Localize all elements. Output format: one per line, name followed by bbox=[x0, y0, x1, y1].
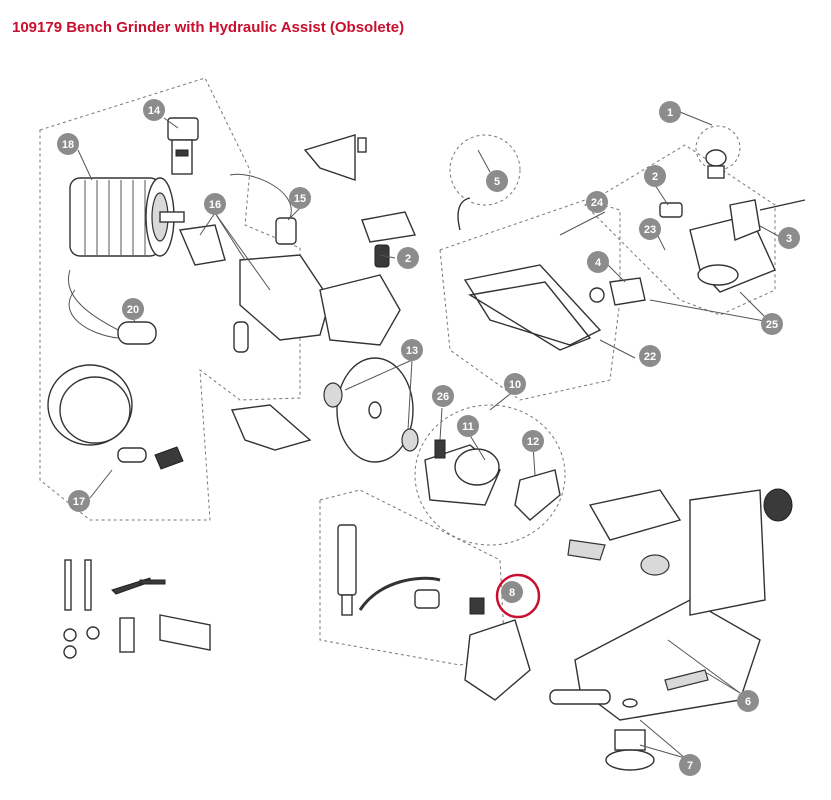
callout-1[interactable]: 1 bbox=[659, 101, 681, 123]
callout-24[interactable]: 24 bbox=[586, 191, 608, 213]
callout-12[interactable]: 12 bbox=[522, 430, 544, 452]
svg-text:6: 6 bbox=[745, 696, 751, 708]
svg-text:8: 8 bbox=[509, 587, 515, 599]
svg-text:2: 2 bbox=[405, 253, 411, 265]
svg-text:18: 18 bbox=[62, 139, 74, 151]
tool-rest-bar bbox=[457, 197, 602, 351]
switch-part bbox=[167, 117, 199, 175]
hydraulic-assist bbox=[337, 524, 611, 705]
service-tools bbox=[63, 559, 211, 659]
callout-25[interactable]: 25 bbox=[761, 313, 783, 335]
callout-14[interactable]: 14 bbox=[143, 99, 165, 121]
foot-knob bbox=[605, 698, 655, 771]
callout-13[interactable]: 13 bbox=[401, 339, 423, 361]
callout-2-right[interactable]: 2 bbox=[644, 165, 666, 187]
power-cord bbox=[47, 364, 184, 470]
svg-text:25: 25 bbox=[766, 319, 778, 331]
svg-text:2: 2 bbox=[652, 171, 658, 183]
svg-text:16: 16 bbox=[209, 199, 221, 211]
eye-shield bbox=[303, 134, 367, 181]
svg-text:24: 24 bbox=[591, 197, 604, 209]
svg-text:7: 7 bbox=[687, 760, 693, 772]
callout-15[interactable]: 15 bbox=[289, 187, 311, 209]
grinder-body bbox=[319, 274, 401, 346]
callout-23[interactable]: 23 bbox=[639, 218, 661, 240]
svg-text:4: 4 bbox=[595, 257, 602, 269]
callout-18[interactable]: 18 bbox=[57, 133, 79, 155]
svg-text:14: 14 bbox=[148, 105, 161, 117]
svg-text:12: 12 bbox=[527, 436, 539, 448]
callout-10[interactable]: 10 bbox=[504, 373, 526, 395]
callout-7[interactable]: 7 bbox=[679, 754, 701, 776]
callout-17[interactable]: 17 bbox=[68, 490, 90, 512]
callout-2-left[interactable]: 2 bbox=[397, 247, 419, 269]
svg-text:15: 15 bbox=[294, 193, 306, 205]
callout-6[interactable]: 6 bbox=[737, 690, 759, 712]
svg-text:10: 10 bbox=[509, 379, 521, 391]
callout-3[interactable]: 3 bbox=[778, 227, 800, 249]
clamp-assembly bbox=[659, 149, 806, 293]
svg-text:23: 23 bbox=[644, 224, 656, 236]
svg-text:22: 22 bbox=[644, 351, 656, 363]
base-plate bbox=[567, 488, 793, 721]
callout-22[interactable]: 22 bbox=[639, 345, 661, 367]
callout-26[interactable]: 26 bbox=[432, 385, 454, 407]
callout-16[interactable]: 16 bbox=[204, 193, 226, 215]
callout-8[interactable]: 8 bbox=[495, 573, 541, 619]
lower-cover bbox=[230, 404, 312, 451]
svg-text:11: 11 bbox=[462, 421, 474, 433]
svg-text:1: 1 bbox=[667, 107, 673, 119]
svg-text:5: 5 bbox=[494, 176, 500, 188]
callout-11[interactable]: 11 bbox=[457, 415, 479, 437]
motor-fins bbox=[84, 180, 146, 255]
callout-4[interactable]: 4 bbox=[587, 251, 609, 273]
grinding-wheel bbox=[323, 357, 419, 463]
svg-text:3: 3 bbox=[786, 233, 792, 245]
wheel-guard-housing bbox=[178, 224, 331, 353]
group-outlines bbox=[39, 77, 776, 666]
adjusting-knob bbox=[361, 211, 417, 268]
highlight-ring bbox=[495, 573, 541, 619]
callout-20[interactable]: 20 bbox=[122, 298, 144, 320]
motor-assembly bbox=[69, 177, 185, 257]
guard-assembly bbox=[424, 439, 561, 521]
svg-text:13: 13 bbox=[406, 345, 418, 357]
svg-text:26: 26 bbox=[437, 391, 449, 403]
callout-5[interactable]: 5 bbox=[486, 170, 508, 192]
capacitor-and-wires bbox=[67, 269, 157, 345]
callout-balloons: 1 2 2 3 4 5 6 7 bbox=[57, 99, 800, 776]
lever-part bbox=[589, 277, 646, 306]
svg-text:20: 20 bbox=[127, 304, 139, 316]
leader-lines bbox=[77, 111, 783, 759]
page-title: 109179 Bench Grinder with Hydraulic Assi… bbox=[12, 19, 405, 36]
sensor-part bbox=[229, 173, 297, 245]
svg-text:17: 17 bbox=[73, 496, 85, 508]
